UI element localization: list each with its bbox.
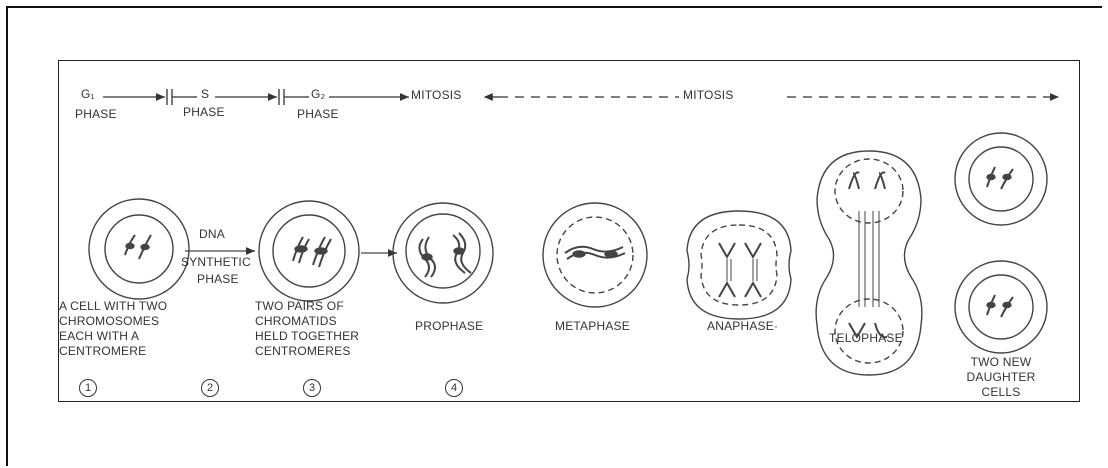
g2-label: G₂ xyxy=(311,87,325,102)
g2-phase-word: PHASE xyxy=(297,107,339,122)
step-number-2: 2 xyxy=(201,379,219,397)
mitosis-right-label: MITOSIS xyxy=(683,88,734,103)
caption-anaphase: ANAPHASE· xyxy=(707,319,778,334)
s-label: S xyxy=(201,87,209,102)
cell-cycle-diagram: G₁ PHASE S PHASE G₂ PHASE MITOSIS MITOSI… xyxy=(58,60,1080,402)
daughter-cell-bottom xyxy=(955,261,1047,353)
dna-phase-label: PHASE xyxy=(197,272,239,287)
daughter-cell-top xyxy=(955,133,1047,225)
g1-phase-word: PHASE xyxy=(75,107,117,122)
dna-synthetic-label: SYNTHETIC xyxy=(181,255,251,270)
caption-cell-two-chromosomes: A CELL WITH TWO CHROMOSOMES EACH WITH A … xyxy=(59,299,167,359)
step-number-4: 4 xyxy=(445,379,463,397)
cell-anaphase xyxy=(687,211,791,319)
caption-metaphase: METAPHASE xyxy=(555,319,630,334)
phase-arrows xyxy=(103,89,1059,105)
cell-g1 xyxy=(89,199,189,299)
step-number-1: 1 xyxy=(79,379,97,397)
g1-label: G₁ xyxy=(81,87,95,102)
cell-metaphase xyxy=(543,203,647,307)
cell-prophase xyxy=(393,203,493,303)
step-number-3: 3 xyxy=(303,379,321,397)
dna-label: DNA xyxy=(199,227,225,242)
caption-prophase: PROPHASE xyxy=(415,319,483,334)
caption-telophase: TELOPHASE xyxy=(829,331,903,346)
mitosis-left-label: MITOSIS xyxy=(411,88,462,103)
caption-two-pairs-chromatids: TWO PAIRS OF CHROMATIDS HELD TOGETHER CE… xyxy=(255,299,359,359)
s-phase-word: PHASE xyxy=(183,105,225,120)
cell-g2-duplicated xyxy=(259,201,359,301)
caption-daughter-cells: TWO NEW DAUGHTER CELLS xyxy=(959,355,1043,400)
